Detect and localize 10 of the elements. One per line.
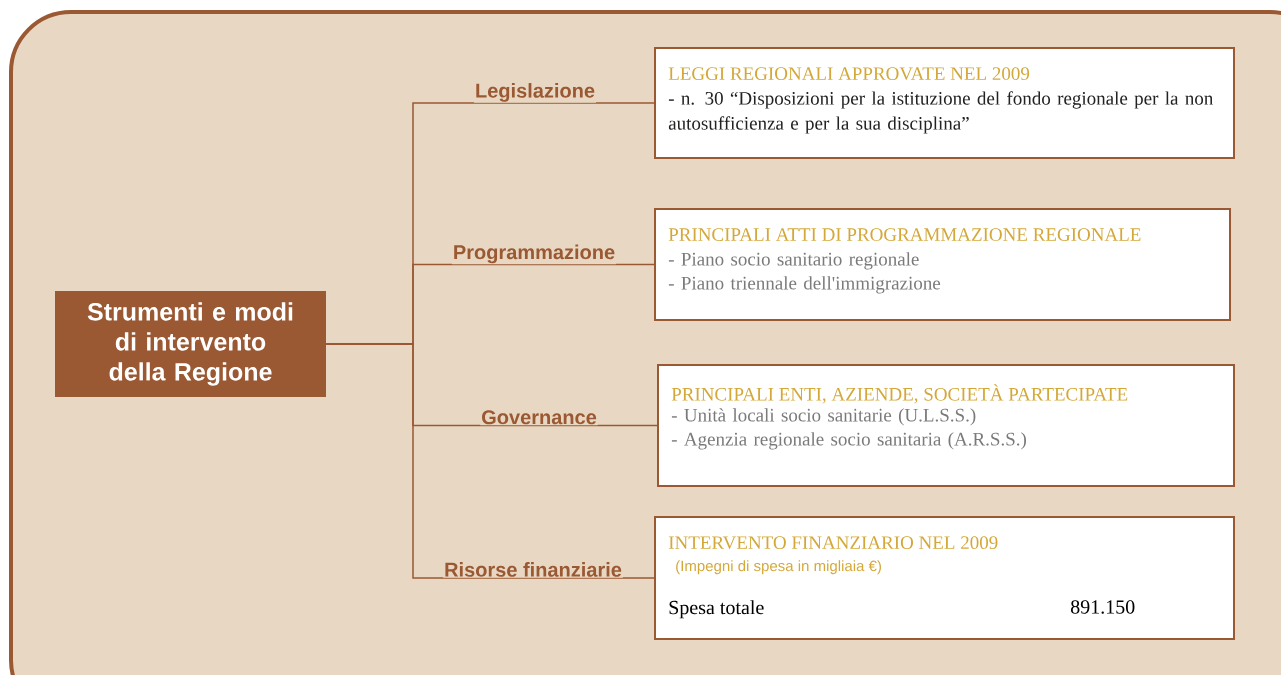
connector-line xyxy=(325,343,655,579)
info-box: INTERVENTO FINANZIARIO NEL 2009 (Impegni di spesa in migliaia €) Spesa totale 891.150 xyxy=(654,516,1235,640)
topic-box: Strumenti e modi di intervento della Regione xyxy=(55,291,326,397)
info-box: LEGGI REGIONALI APPROVATE NEL 2009 - n. 30 “Disposizioni per la istituzione del fondo regionale per la non autosufficienza e per la sua disciplina” xyxy=(654,47,1235,159)
info-box: PRINCIPALI ENTI, AZIENDE, SOCIETÀ PARTECIPATE - Unità locali socio sanitarie (U.L.S.S.) - Agenzia regionale socio sanitaria (A.R.S.S.) xyxy=(657,364,1235,487)
edge-label: Programmazione xyxy=(454,244,615,264)
edge-label: Legislazione xyxy=(476,83,595,102)
edge-label: Governance xyxy=(482,410,597,425)
edge-label: Risorse finanziarie xyxy=(445,562,622,577)
info-box: PRINCIPALI ATTI DI PROGRAMMAZIONE REGIONALE - Piano socio sanitario regionale - Piano triennale dell'immigrazione xyxy=(654,208,1231,321)
